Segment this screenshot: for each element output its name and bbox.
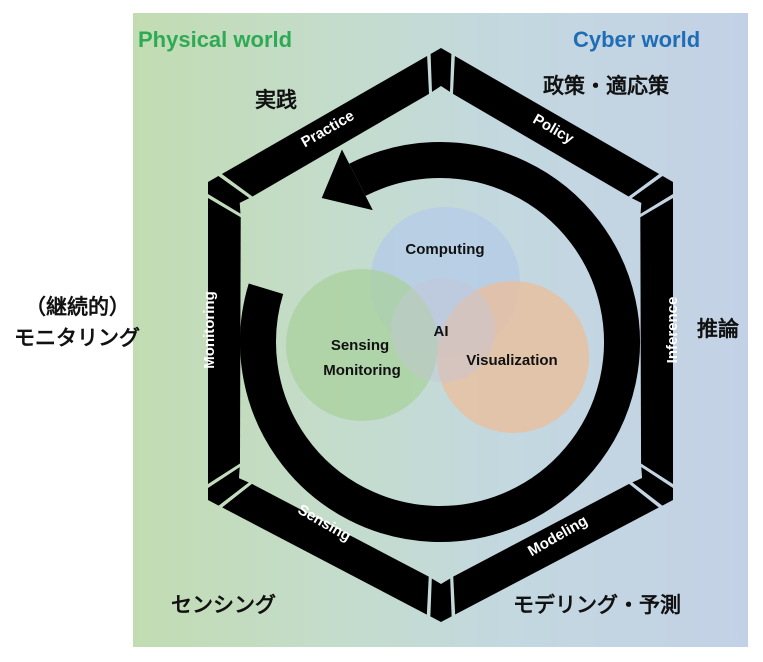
core-venn	[286, 207, 589, 433]
ai-label: AI	[434, 323, 449, 340]
hexagon-cycle	[208, 48, 673, 622]
lower-left-corner	[208, 467, 249, 506]
modeling-jp-label: モデリング・予測	[513, 593, 681, 617]
bottom-corner	[430, 578, 452, 622]
sensing-band	[222, 483, 429, 615]
modeling-band	[453, 483, 659, 615]
central-cycle-arrow	[240, 142, 640, 542]
cycle-arrowhead	[321, 149, 373, 211]
policy-band	[452, 56, 660, 197]
lower-right-corner	[632, 467, 673, 506]
inference-jp-label: 推論	[697, 317, 739, 341]
policy-jp-label: 政策・適応策	[543, 74, 669, 98]
practice-jp-label: 実践	[255, 88, 297, 112]
visualization-circle	[437, 281, 589, 433]
sensing-monitoring-circle	[286, 269, 438, 421]
sensing-label: Sensing	[331, 337, 389, 354]
monitoring-jp-label-2: モニタリング	[14, 326, 140, 350]
monitoring-band-label: Monitoring	[201, 291, 218, 368]
ai-overlap	[391, 278, 495, 382]
inference-band-label: Inference	[664, 297, 681, 364]
cyber-world-label: Cyber world	[573, 27, 701, 52]
practice-band	[221, 55, 430, 197]
top-corner	[430, 48, 452, 92]
physical-world-label: Physical world	[138, 27, 293, 52]
cycle-arc	[240, 142, 640, 542]
monitoring-band	[208, 198, 241, 484]
upper-right-corner	[631, 175, 673, 214]
visualization-label: Visualization	[466, 352, 557, 369]
monitoring-core-label: Monitoring	[323, 362, 400, 379]
computing-label: Computing	[405, 241, 484, 258]
monitoring-jp-label-1: （継続的）	[25, 295, 130, 319]
sensing-jp-label: センシング	[171, 593, 276, 617]
upper-left-corner	[208, 176, 250, 214]
inference-band	[640, 198, 673, 484]
